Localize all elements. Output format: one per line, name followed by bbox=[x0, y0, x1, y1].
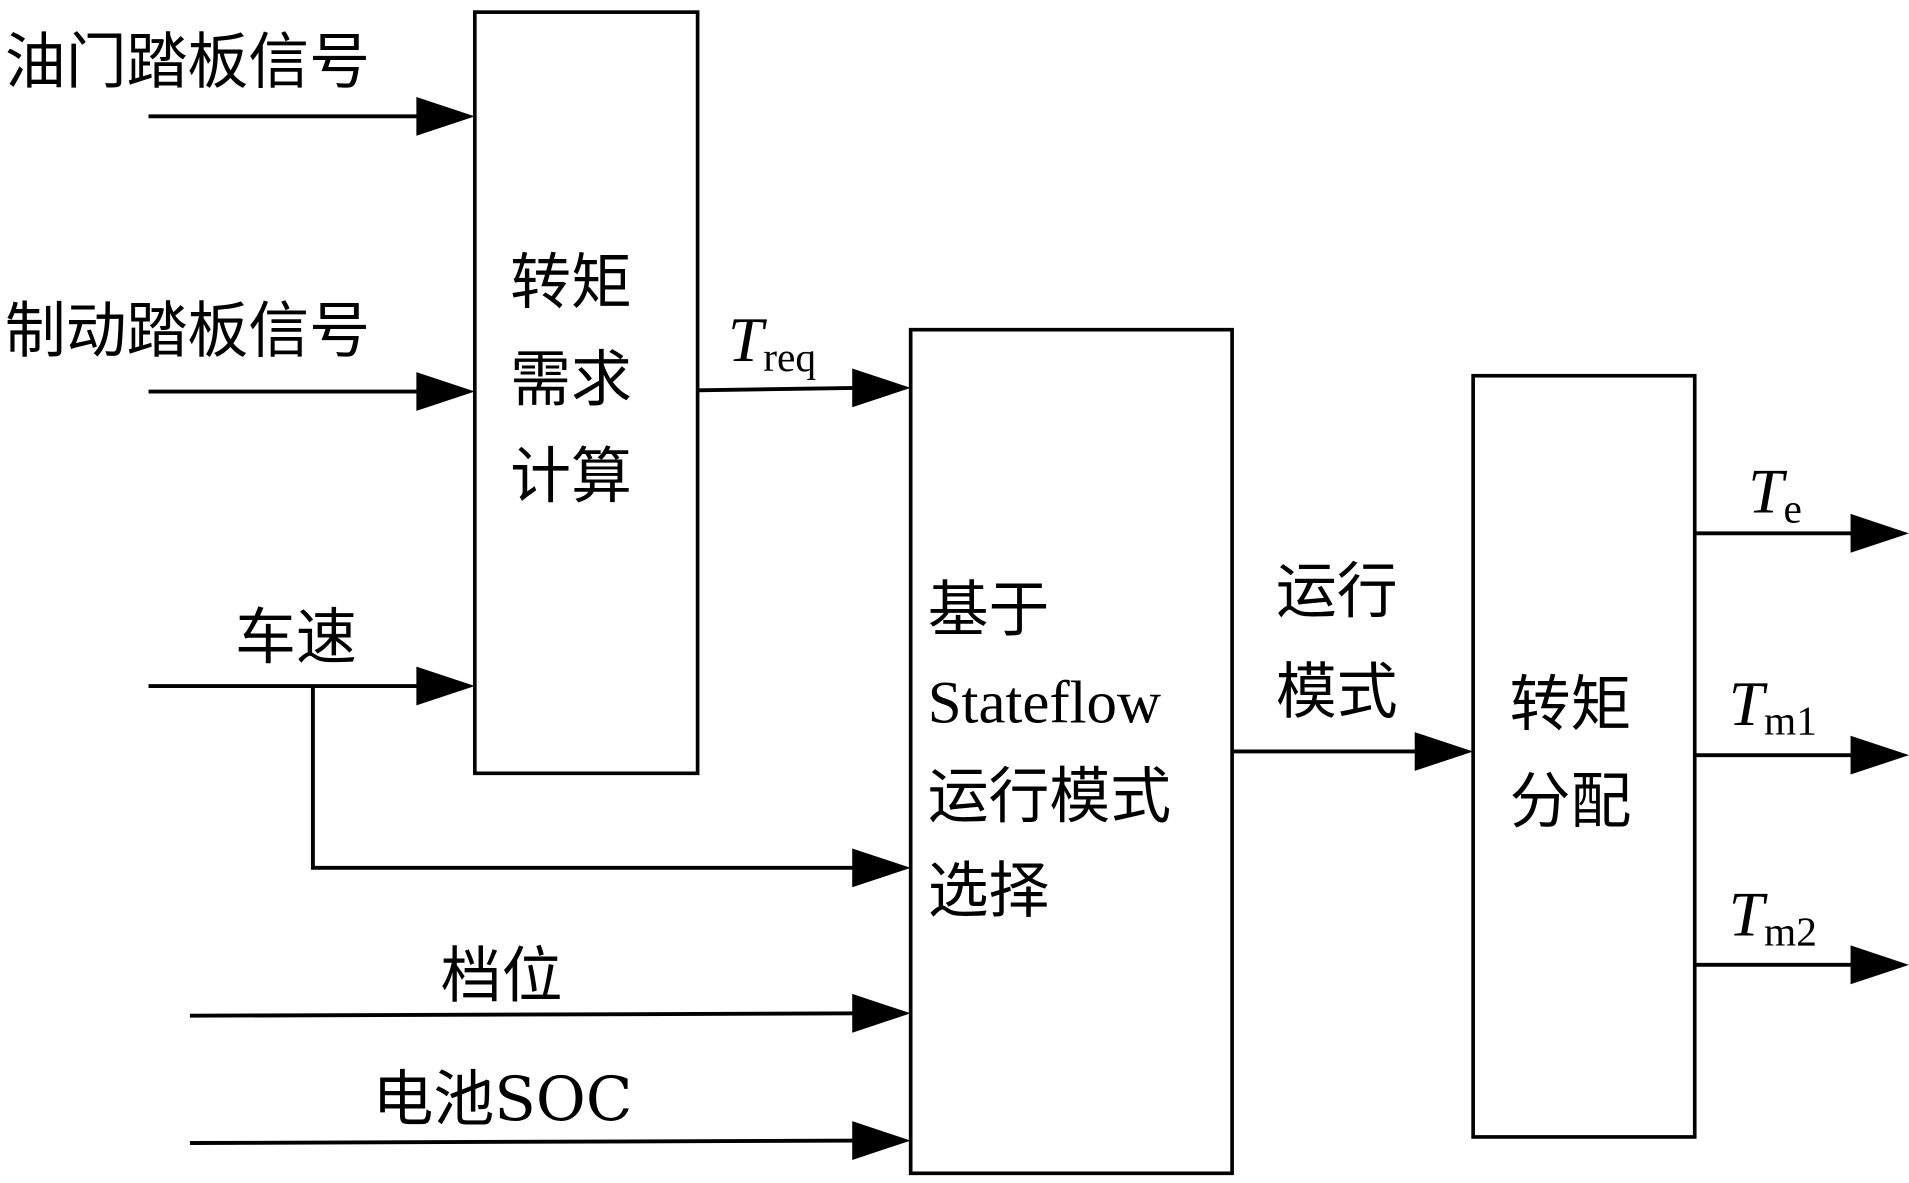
block-mode-select-line-3: 运行模式 bbox=[928, 762, 1171, 832]
arrowhead-gear bbox=[852, 993, 911, 1033]
arrowhead-out-te bbox=[1850, 513, 1909, 553]
arrowhead-brake bbox=[416, 372, 475, 411]
block-mode-select-line-2: Stateflow bbox=[928, 670, 1161, 737]
arrowhead-speed-branch bbox=[852, 848, 911, 888]
input-label-battery: 电池SOC bbox=[373, 1065, 633, 1135]
output-label-tm1: Tm1 bbox=[1729, 669, 1817, 744]
output-tm1-symbol: T bbox=[1729, 669, 1768, 739]
wire-battery bbox=[189, 1138, 865, 1145]
arrowhead-throttle bbox=[416, 96, 475, 136]
block-torque-split-line-2: 分配 bbox=[1510, 767, 1632, 837]
block-torque-demand-line-1: 转矩 bbox=[510, 248, 632, 318]
signal-label-mode-line-1: 运行 bbox=[1276, 557, 1398, 627]
block-torque-demand-line-3: 计算 bbox=[510, 442, 632, 512]
arrowhead-treq bbox=[852, 368, 911, 408]
input-label-throttle: 油门踏板信号 bbox=[5, 28, 370, 98]
signal-treq-subscript: req bbox=[763, 334, 816, 380]
input-label-speed: 车速 bbox=[235, 603, 357, 673]
wire-treq bbox=[697, 385, 865, 393]
block-mode-select-line-1: 基于 bbox=[928, 575, 1050, 645]
arrowhead-battery bbox=[852, 1121, 911, 1160]
arrowhead-out-tm2 bbox=[1850, 945, 1909, 985]
block-torque-split bbox=[1471, 373, 1697, 1139]
signal-label-mode-line-2: 模式 bbox=[1276, 658, 1398, 728]
output-tm1-subscript: m1 bbox=[1764, 698, 1817, 744]
output-tm2-symbol: T bbox=[1729, 880, 1768, 950]
wire-gear bbox=[189, 1011, 865, 1018]
input-label-gear: 档位 bbox=[441, 941, 563, 1011]
output-label-tm2: Tm2 bbox=[1729, 880, 1817, 955]
block-torque-demand-line-2: 需求 bbox=[510, 345, 632, 415]
input-label-brake: 制动踏板信号 bbox=[5, 297, 370, 367]
block-torque-split-line-1: 转矩 bbox=[1510, 670, 1632, 740]
block-mode-select-line-4: 选择 bbox=[928, 857, 1050, 927]
wire-speed-branch bbox=[310, 686, 865, 870]
signal-treq-symbol: T bbox=[728, 305, 767, 375]
output-tm2-subscript: m2 bbox=[1764, 909, 1817, 955]
output-te-symbol: T bbox=[1748, 457, 1787, 527]
arrowhead-speed bbox=[416, 666, 475, 706]
signal-label-treq: Treq bbox=[728, 305, 816, 380]
arrowhead-mode bbox=[1414, 732, 1474, 771]
output-label-te: Te bbox=[1748, 457, 1802, 532]
block-mode-select bbox=[908, 327, 1234, 1176]
arrowhead-out-tm1 bbox=[1850, 735, 1909, 775]
output-te-subscript: e bbox=[1783, 485, 1801, 531]
block-torque-demand bbox=[472, 10, 700, 776]
